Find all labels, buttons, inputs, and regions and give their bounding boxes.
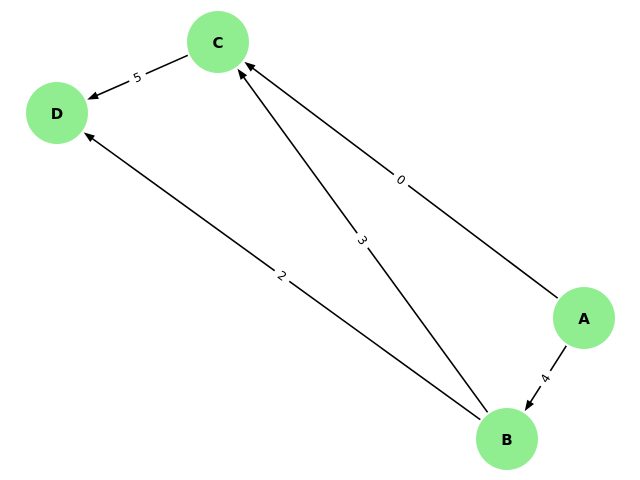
edge-label-bg-C-D [126, 67, 149, 88]
node-C [187, 11, 249, 73]
edge-label-group-B-D: 2 [271, 265, 293, 287]
edge-label-bg-A-C [390, 169, 412, 191]
node-label-A: A [578, 310, 590, 328]
edge-label-bg-A-B [535, 367, 556, 390]
edge-label-bg-B-C [351, 229, 374, 252]
node-label-D: D [51, 105, 63, 123]
arrowhead-C-D [87, 91, 99, 100]
edge-label-bg-B-D [271, 265, 293, 287]
arrowhead-A-C [244, 61, 256, 72]
arrowhead-B-C [237, 68, 248, 80]
edge-label-group-B-C: 3 [351, 229, 374, 252]
node-label-B: B [501, 431, 512, 449]
node-label-C: C [212, 34, 223, 52]
arrowhead-B-D [83, 132, 95, 143]
node-A [553, 287, 615, 349]
arrowhead-A-B [524, 399, 534, 412]
edge-label-group-A-B: 4 [535, 367, 556, 390]
edge-label-group-A-C: 0 [390, 169, 412, 191]
node-B [476, 408, 538, 470]
node-D [26, 82, 88, 144]
edge-label-group-C-D: 5 [126, 67, 149, 88]
